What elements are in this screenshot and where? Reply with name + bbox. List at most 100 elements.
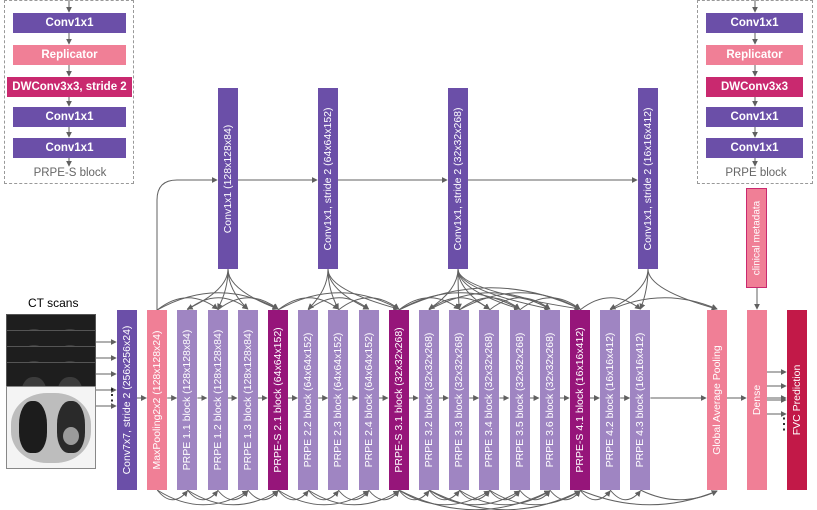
dense-skip-arc bbox=[156, 489, 249, 506]
dense-continuation-dots: ⋮ bbox=[776, 416, 792, 433]
legend-s-conv1x1-top: Conv1x1 bbox=[13, 13, 126, 33]
main-block-label: PRPE 4.3 block (16x16x412) bbox=[634, 332, 647, 468]
clinical-metadata-box: clinical metadata bbox=[746, 188, 767, 288]
shortcut-conv-label: Conv1x1, stride 2 (16x16x412) bbox=[642, 107, 654, 250]
main-block-5: PRPE-S 2.1 block (64x64x152) bbox=[268, 310, 288, 490]
clinical-metadata-label: clinical metadata bbox=[751, 200, 762, 276]
ct-scans-title: CT scans bbox=[28, 296, 79, 310]
dense-skip-arc bbox=[489, 489, 581, 506]
dense-skip-arc bbox=[277, 489, 309, 501]
ct-slice-front bbox=[6, 386, 96, 469]
main-block-label: Global Average Pooling bbox=[711, 345, 723, 455]
prpe-legend: Conv1x1 Replicator DWConv3x3 Conv1x1 Con… bbox=[697, 0, 813, 184]
main-block-11: PRPE 3.3 block (32x32x268) bbox=[449, 310, 470, 490]
dense-skip-arc bbox=[579, 297, 641, 311]
dense-skip-arc bbox=[458, 489, 490, 501]
main-block-6: PRPE 2.2 block (64x64x152) bbox=[298, 310, 319, 490]
dense-skip-arc bbox=[187, 489, 219, 501]
main-block-0: Conv7x7, stride 2 (256x256x24) bbox=[117, 310, 137, 490]
main-block-14: PRPE 3.6 block (32x32x268) bbox=[539, 310, 560, 490]
dense-skip-arc bbox=[156, 292, 279, 311]
main-block-8: PRPE 2.4 block (64x64x152) bbox=[358, 310, 379, 490]
main-block-label: PRPE 2.4 block (64x64x152) bbox=[362, 332, 375, 468]
dense-skip-arc bbox=[368, 489, 400, 501]
ct-scan-stack bbox=[6, 314, 102, 469]
dense-skip-arc bbox=[277, 489, 370, 506]
legend-s-conv1x1-bottom: Conv1x1 bbox=[13, 138, 126, 158]
main-block-17: PRPE 4.3 block (16x16x412) bbox=[630, 310, 651, 490]
main-block-15: PRPE-S 4.1 block (16x16x412) bbox=[570, 310, 590, 490]
shortcut-to-block-arrow bbox=[327, 268, 400, 311]
dense-skip-arc bbox=[398, 292, 521, 311]
main-block-label: PRPE 1.2 block (128x128x84) bbox=[211, 329, 224, 471]
dense-skip-arc bbox=[398, 489, 491, 506]
dense-skip-arc bbox=[579, 489, 718, 506]
dense-skip-arc bbox=[156, 297, 219, 311]
shortcut-to-block-arrow bbox=[639, 268, 649, 310]
dense-skip-arc bbox=[156, 489, 188, 501]
dense-skip-arc bbox=[398, 489, 430, 501]
main-block-9: PRPE-S 3.1 block (32x32x268) bbox=[388, 310, 409, 490]
shortcut-to-block-arrow bbox=[217, 268, 229, 310]
main-block-label: PRPE 3.6 block (32x32x268) bbox=[543, 332, 556, 468]
legend-s-dwconv: DWConv3x3, stride 2 bbox=[7, 77, 132, 97]
prpe-s-legend: Conv1x1 Replicator DWConv3x3, stride 2 C… bbox=[4, 0, 134, 184]
ct-continuation-dots: ⋮ bbox=[104, 387, 120, 404]
shortcut-to-block-arrow bbox=[647, 268, 718, 311]
main-block-label: PRPE-S 4.1 block (16x16x412) bbox=[574, 327, 586, 473]
dense-skip-arc bbox=[247, 489, 279, 501]
main-block-label: PRPE 2.2 block (64x64x152) bbox=[302, 332, 315, 468]
legend-caption: PRPE block bbox=[725, 167, 787, 179]
dense-skip-arc bbox=[609, 489, 641, 501]
main-block-label: PRPE 3.2 block (32x32x268) bbox=[423, 332, 435, 468]
main-block-20: FVC Prediction bbox=[787, 310, 807, 490]
main-block-3: PRPE 1.2 block (128x128x84) bbox=[207, 310, 228, 490]
main-block-label: PRPE 3.5 block (32x32x268) bbox=[513, 332, 526, 468]
dense-skip-arc bbox=[609, 297, 718, 311]
main-block-10: PRPE 3.2 block (32x32x268) bbox=[419, 310, 439, 490]
dense-skip-arc bbox=[428, 489, 460, 501]
main-block-4: PRPE 1.3 block (128x128x84) bbox=[237, 310, 258, 490]
dense-skip-arc bbox=[338, 489, 370, 501]
dense-skip-arc bbox=[398, 297, 460, 311]
shortcut-conv-1: Conv1x1, stride 2 (64x64x152) bbox=[318, 88, 338, 269]
legend-s-conv1x1-mid: Conv1x1 bbox=[13, 107, 126, 127]
main-block-label: PRPE-S 2.1 block (64x64x152) bbox=[272, 327, 284, 473]
main-block-label: PRPE 3.3 block (32x32x268) bbox=[453, 332, 466, 468]
dense-skip-arc bbox=[398, 287, 581, 311]
shortcut-to-block-arrow bbox=[457, 268, 581, 312]
dense-skip-arc bbox=[277, 297, 339, 311]
shortcut-conv-2: Conv1x1, stride 2 (32x32x268) bbox=[448, 88, 468, 269]
main-block-18: Global Average Pooling bbox=[707, 310, 727, 490]
dense-skip-arc bbox=[519, 489, 551, 501]
main-block-2: PRPE 1.1 block (128x128x84) bbox=[177, 310, 198, 490]
main-block-7: PRPE 2.3 block (64x64x152) bbox=[328, 310, 349, 490]
dense-skip-arc bbox=[277, 292, 400, 311]
dense-skip-arc bbox=[458, 489, 551, 506]
maxpool-to-conv1x1-arrow bbox=[156, 177, 218, 310]
main-block-label: Dense bbox=[751, 384, 763, 416]
dense-skip-arc bbox=[428, 489, 521, 506]
main-block-label: Conv7x7, stride 2 (256x256x24) bbox=[121, 325, 133, 475]
legend-conv1x1-mid: Conv1x1 bbox=[706, 107, 803, 127]
main-block-label: PRPE 3.4 block (32x32x268) bbox=[483, 332, 496, 468]
dense-skip-arc bbox=[307, 489, 339, 501]
main-block-label: PRPE 1.1 block (128x128x84) bbox=[181, 329, 194, 471]
dense-skip-arc bbox=[458, 292, 581, 311]
main-block-16: PRPE 4.2 block (16x16x412) bbox=[600, 310, 621, 490]
main-block-label: PRPE 2.3 block (64x64x152) bbox=[332, 332, 345, 468]
legend-conv1x1-top: Conv1x1 bbox=[706, 13, 803, 33]
legend-dwconv: DWConv3x3 bbox=[706, 77, 803, 97]
shortcut-conv-3: Conv1x1, stride 2 (16x16x412) bbox=[638, 88, 658, 269]
main-block-19: Dense bbox=[747, 310, 767, 490]
dense-skip-arc bbox=[489, 489, 521, 501]
shortcut-conv-0: Conv1x1 (128x128x84) bbox=[218, 88, 238, 269]
main-block-label: PRPE 4.2 block (16x16x412) bbox=[604, 332, 617, 468]
legend-conv1x1-bottom: Conv1x1 bbox=[706, 138, 803, 158]
legend-replicator: Replicator bbox=[706, 45, 803, 65]
dense-skip-arc bbox=[579, 489, 611, 501]
main-block-12: PRPE 3.4 block (32x32x268) bbox=[479, 310, 500, 490]
shortcut-conv-label: Conv1x1 (128x128x84) bbox=[222, 124, 234, 233]
